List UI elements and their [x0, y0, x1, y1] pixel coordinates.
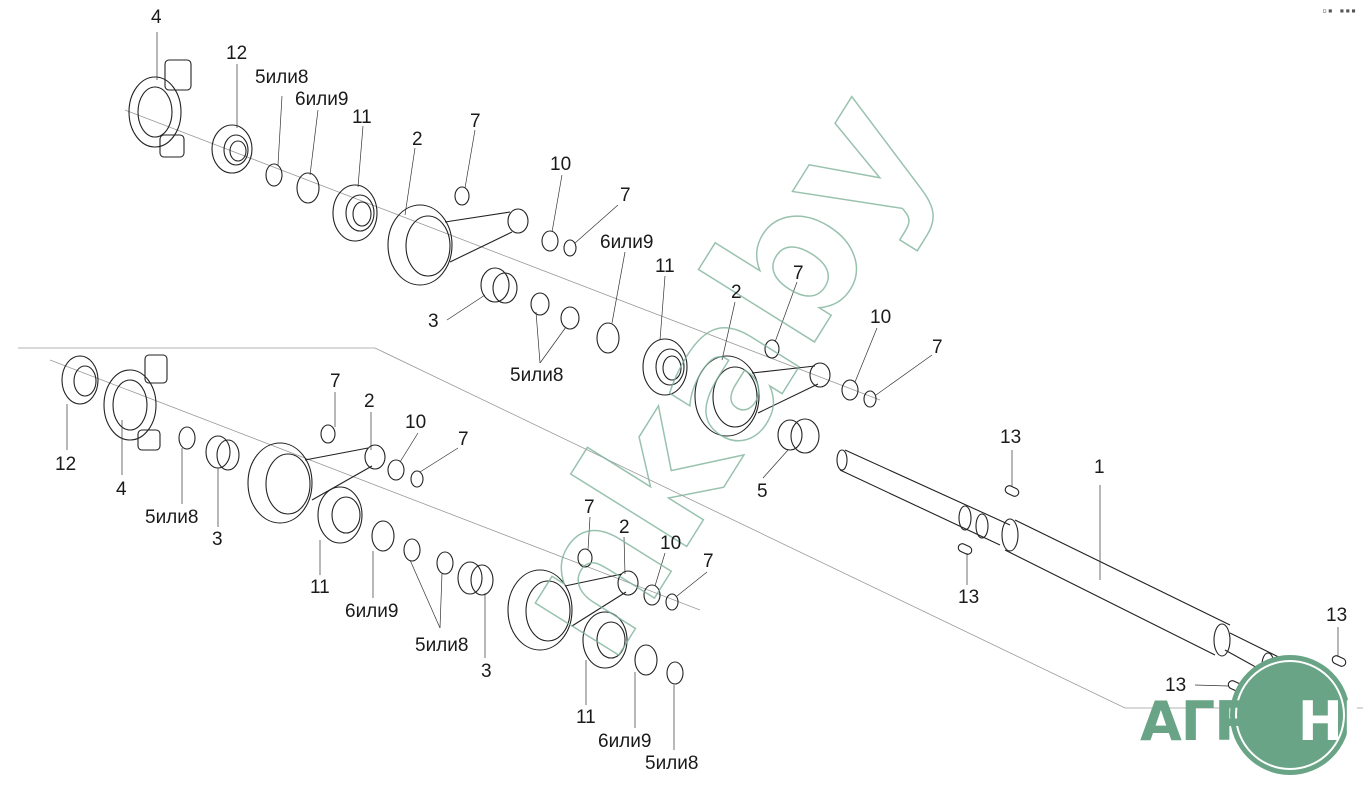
- connecting-rod-2-b: [694, 355, 831, 437]
- label-part-10: 10: [660, 533, 682, 554]
- corner-marks: ▫▪ ▪▪▪: [1322, 6, 1357, 15]
- circlip-7-e: [320, 424, 336, 444]
- label-part-10: 10: [870, 307, 892, 328]
- label-part-12-bottom: 12: [55, 454, 77, 475]
- label-part-13: 13: [1326, 605, 1348, 626]
- label-part-3: 3: [212, 529, 223, 550]
- connecting-rod-2-a: [387, 204, 529, 286]
- circlip-6or9-b: [596, 322, 620, 354]
- bearing-11-d: [582, 611, 628, 669]
- label-part-5or8: 5или8: [255, 67, 309, 88]
- bushing-3-a: [480, 267, 518, 304]
- bushing-3-c: [457, 561, 494, 596]
- circlip-7-h: [665, 593, 679, 611]
- key-13-b: [957, 543, 973, 555]
- circlip-7-c: [764, 339, 780, 359]
- bushing-10-d: [643, 584, 661, 606]
- label-part-7: 7: [470, 111, 481, 132]
- label-part-2: 2: [364, 391, 375, 412]
- key-13-a: [1004, 485, 1020, 497]
- bearing-12-bottom: [61, 355, 99, 405]
- agronka-logo: АГРОНКА: [1140, 690, 1363, 753]
- bearing-12-top: [211, 124, 253, 174]
- label-part-10: 10: [405, 412, 427, 433]
- label-part-11: 11: [352, 107, 372, 128]
- label-part-7: 7: [793, 263, 804, 284]
- circlip-7-f: [410, 470, 424, 488]
- bearing-housing-4-top: [128, 59, 192, 158]
- circlip-6or9-c: [371, 520, 395, 552]
- logo-part-2: НКА: [1297, 690, 1363, 753]
- label-part-2: 2: [731, 282, 742, 303]
- label-part-6or9: 6или9: [295, 89, 349, 110]
- label-part-1: 1: [1094, 457, 1105, 478]
- label-part-5or8: 5или8: [645, 753, 699, 774]
- logo-circle: [1230, 655, 1350, 775]
- label-part-4-bottom: 4: [116, 479, 127, 500]
- label-part-13: 13: [1000, 427, 1022, 448]
- label-part-6or9: 6или9: [600, 232, 654, 253]
- label-part-7: 7: [932, 337, 943, 358]
- logo-part-1: АГРО: [1140, 690, 1299, 753]
- circlip-5or8-b2: [560, 306, 580, 330]
- label-part-6or9: 6или9: [345, 601, 399, 622]
- label-part-5or8: 5или8: [145, 507, 199, 528]
- bushing-3-b: [205, 435, 240, 471]
- circlip-7-d: [863, 390, 877, 408]
- bearing-11-b: [642, 338, 688, 396]
- label-part-3: 3: [428, 311, 439, 332]
- bearing-housing-4-bottom: [103, 354, 168, 451]
- circlip-5or8-b1: [530, 292, 550, 316]
- shaft-1: [836, 449, 1326, 703]
- circlip-5or8-c: [178, 426, 196, 450]
- label-part-7: 7: [458, 429, 469, 450]
- circlip-5or8-d2: [436, 551, 454, 575]
- bushing-10-a: [541, 230, 559, 252]
- label-part-11: 11: [576, 707, 596, 728]
- bushing-10-c: [387, 459, 405, 481]
- label-part-10: 10: [550, 154, 572, 175]
- label-part-7: 7: [620, 185, 631, 206]
- label-part-2: 2: [412, 129, 423, 150]
- label-part-4-top: 4: [151, 7, 162, 28]
- bushing-5: [777, 418, 820, 454]
- label-part-13: 13: [958, 587, 980, 608]
- label-part-11: 11: [310, 577, 330, 598]
- connecting-rod-2-d: [507, 569, 639, 651]
- bearing-11-a: [332, 184, 378, 242]
- circlip-7-b: [563, 239, 577, 257]
- label-part-5or8: 5или8: [415, 635, 469, 656]
- circlip-5or8-a: [265, 163, 283, 187]
- circlip-6or9-a: [296, 172, 320, 204]
- bushing-10-b: [841, 379, 859, 401]
- label-part-2: 2: [619, 517, 630, 538]
- label-part-5: 5: [757, 481, 768, 502]
- label-part-7: 7: [703, 551, 714, 572]
- label-part-12-top: 12: [226, 43, 248, 64]
- circlip-7-g: [577, 548, 593, 568]
- connecting-rod-2-c: [247, 442, 386, 524]
- label-part-11: 11: [655, 256, 675, 277]
- label-part-3: 3: [481, 661, 492, 682]
- circlip-5or8-d1: [403, 538, 421, 562]
- label-part-13: 13: [1165, 675, 1187, 696]
- bearing-11-c: [317, 486, 363, 544]
- label-part-7: 7: [330, 371, 341, 392]
- label-part-6or9: 6или9: [598, 731, 652, 752]
- label-part-5or8: 5или8: [510, 365, 564, 386]
- key-13-c: [1331, 655, 1347, 667]
- circlip-6or9-d: [634, 644, 658, 676]
- label-part-7: 7: [584, 497, 595, 518]
- circlip-5or8-e: [666, 661, 684, 685]
- lower-axis-line: [49, 359, 701, 611]
- circlip-7-a: [454, 186, 470, 206]
